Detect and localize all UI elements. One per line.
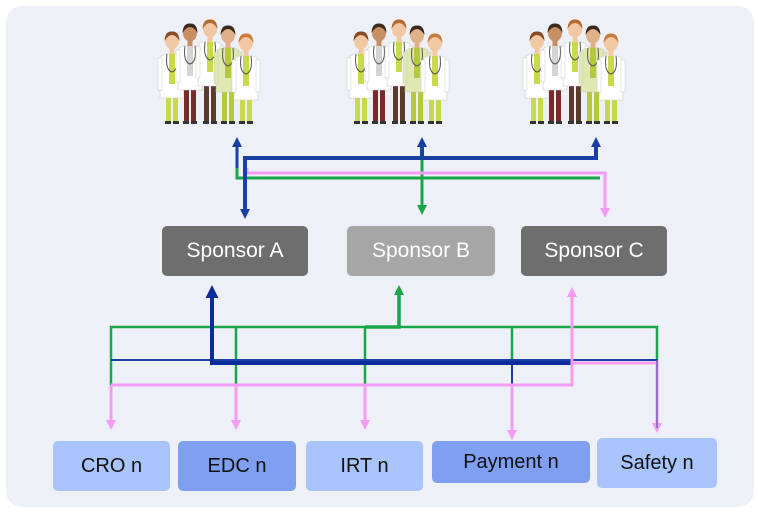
connector-green-lower	[109, 325, 659, 385]
site-group-3	[522, 19, 626, 124]
doctor-figure	[596, 33, 626, 124]
vendor-irt-box: IRT n	[306, 441, 423, 491]
vendor-payment-box: Payment n	[432, 441, 590, 483]
sponsor-a-label: Sponsor A	[186, 239, 284, 262]
connector-blue-lower	[111, 359, 658, 425]
doctor-figure	[420, 33, 450, 124]
doctors-group-icon	[522, 19, 626, 124]
connector-darkblue-to-sponsor-a	[205, 285, 572, 365]
vendor-safety-label: Safety n	[620, 451, 694, 474]
upper-connectors	[232, 137, 610, 219]
sponsor-a-box: Sponsor A	[162, 226, 308, 276]
vendor-edc-label: EDC n	[207, 454, 267, 477]
sponsor-b-label: Sponsor B	[371, 239, 471, 262]
site-group-2	[346, 19, 450, 124]
lower-connectors	[106, 285, 662, 440]
sponsor-b-box: Sponsor B	[347, 226, 495, 276]
vendor-irt-label: IRT n	[340, 454, 389, 477]
vendor-cro-label: CRO n	[80, 454, 143, 477]
sponsor-c-label: Sponsor C	[544, 239, 644, 262]
connector-pink-lower	[111, 287, 577, 387]
site-group-1	[157, 19, 261, 124]
connector-pink-upper	[245, 168, 610, 218]
vendor-cro-box: CRO n	[53, 441, 170, 491]
vendor-safety-box: Safety n	[597, 438, 717, 488]
connector-pink-safety	[570, 361, 662, 433]
doctors-group-icon	[346, 19, 450, 124]
doctor-figure	[231, 33, 261, 124]
sponsor-c-box: Sponsor C	[521, 226, 667, 276]
doctors-group-icon	[157, 19, 261, 124]
vendor-edc-box: EDC n	[178, 441, 296, 491]
connector-green-to-sponsor-b	[365, 285, 404, 329]
vendor-payment-label: Payment n	[463, 450, 559, 473]
